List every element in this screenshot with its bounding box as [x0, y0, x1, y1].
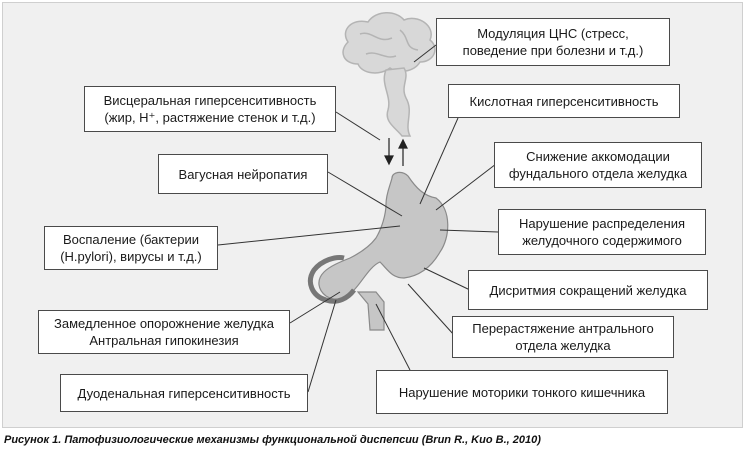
label-line: Воспаление (бактерии	[62, 232, 200, 247]
label-line: Замедленное опорожнение желудка	[54, 316, 274, 331]
label-line: желудочного содержимого	[522, 233, 682, 248]
label-line: Модуляция ЦНС (стресс,	[477, 26, 629, 41]
label-content-distribution: Нарушение распределения желудочного соде…	[498, 209, 706, 255]
label-line: Нарушение моторики тонкого кишечника	[398, 384, 646, 400]
label-line: Кислотная гиперсенситивность	[469, 93, 659, 109]
stomach-illustration	[308, 171, 449, 331]
label-cns-modulation: Модуляция ЦНС (стресс, поведение при бол…	[436, 18, 670, 66]
connector-lines	[217, 44, 499, 393]
label-line: Дуоденальная гиперсенситивность	[77, 385, 291, 401]
label-line: фундального отдела желудка	[508, 166, 688, 181]
label-line: (жир, H⁺, растяжение стенок и т.д.)	[104, 110, 316, 125]
label-line: Висцеральная гиперсенситивность	[103, 93, 317, 108]
label-visceral-hypersensitivity: Висцеральная гиперсенситивность (жир, H⁺…	[84, 86, 336, 132]
label-delayed-emptying: Замедленное опорожнение желудка Антральн…	[38, 310, 290, 354]
label-fundal-accommodation: Снижение аккомодации фундального отдела …	[494, 142, 702, 188]
label-line: отдела желудка	[515, 338, 611, 353]
label-line: Антральная гипокинезия	[89, 333, 239, 348]
figure-caption: Рисунок 1. Патофизиологические механизмы…	[4, 434, 541, 446]
label-line: Дисритмия сокращений желудка	[489, 282, 687, 298]
brain-illustration	[342, 12, 436, 137]
label-line: Перерастяжение антрального	[472, 321, 654, 336]
label-inflammation: Воспаление (бактерии (H.pylori), вирусы …	[44, 226, 218, 270]
label-vagal-neuropathy: Вагусная нейропатия	[158, 154, 328, 194]
label-line: Вагусная нейропатия	[178, 166, 308, 182]
label-line: Нарушение распределения	[519, 216, 685, 231]
label-antral-distension: Перерастяжение антрального отдела желудк…	[452, 316, 674, 358]
label-line: Снижение аккомодации	[526, 149, 670, 164]
label-gastric-dysrhythmia: Дисритмия сокращений желудка	[468, 270, 708, 310]
label-line: поведение при болезни и т.д.)	[462, 43, 644, 58]
label-small-bowel-motility: Нарушение моторики тонкого кишечника	[376, 370, 668, 414]
label-acid-hypersensitivity: Кислотная гиперсенситивность	[448, 84, 680, 118]
brain-gut-arrows	[384, 138, 408, 166]
label-duodenal-hypersensitivity: Дуоденальная гиперсенситивность	[60, 374, 308, 412]
label-line: (H.pylori), вирусы и т.д.)	[60, 249, 202, 264]
